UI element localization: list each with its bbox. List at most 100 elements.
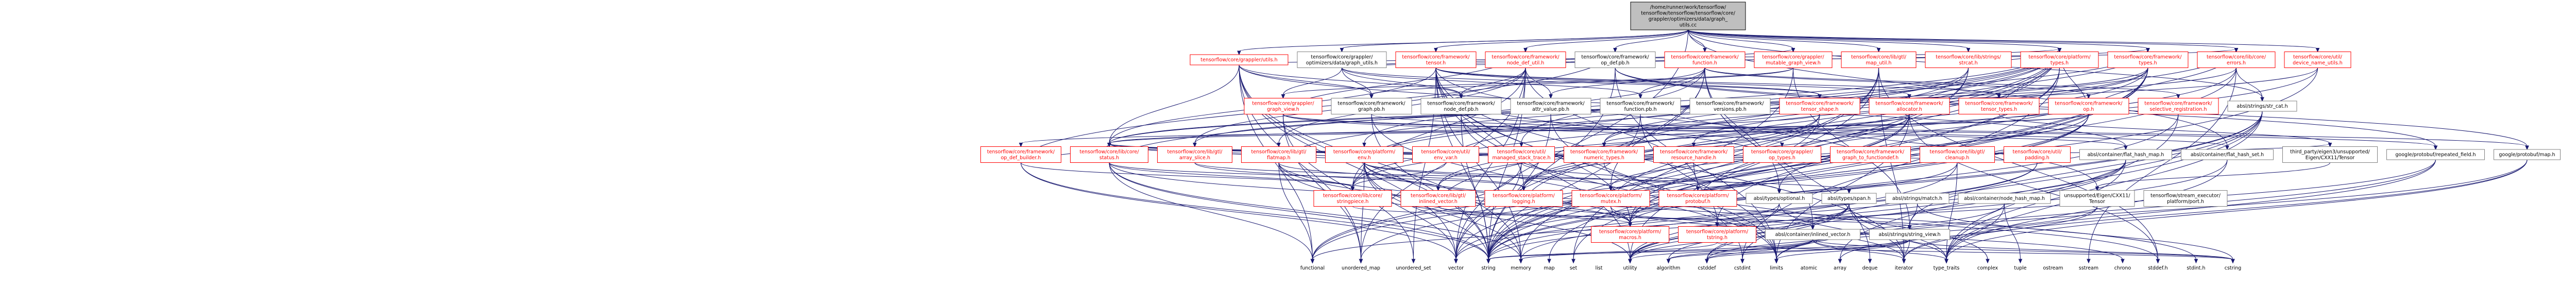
edge-arrowhead [1547,259,1551,264]
graph-node-framework-types[interactable]: tensorflow/core/framework/types.h [2107,52,2189,68]
graph-node-framework-node-def-pb[interactable]: tensorflow/core/framework/node_def.pb.h [1420,98,1502,114]
graph-node-platform-protobuf[interactable]: tensorflow/core/platform/protobuf.h [1658,190,1737,207]
include-edge [1109,162,1521,260]
include-edge [1455,29,1688,260]
graph-node-util-device-name-utils[interactable]: tensorflow/core/util/device_name_utils.h [2284,52,2351,68]
graph-node-platform-mutex[interactable]: tensorflow/core/platform/mutex.h [1571,190,1650,207]
graph-node-framework-node-def-util[interactable]: tensorflow/core/framework/node_def_util.… [1485,52,1566,68]
include-edge [1109,162,1353,188]
graph-node-absl-inlined-vector[interactable]: absl/container/inlined_vector.h [1765,229,1860,240]
graph-node-framework-tensor[interactable]: tensorflow/core/framework/tensor.h [1395,52,1477,68]
graph-node-framework-graph-to-functiondef[interactable]: tensorflow/core/framework/graph_to_funct… [1830,146,1911,163]
graph-node-lib-gtl-cleanup[interactable]: tensorflow/core/lib/gtl/cleanup.h [1920,146,1995,163]
graph-node-graph-utils-h2[interactable]: tensorflow/core/grappler/graph_view.h [1244,98,1323,114]
include-edge [1909,239,2233,260]
graph-node-grappler-mutable-graph-view[interactable]: tensorflow/core/grappler/mutable_graph_v… [1754,52,1833,68]
graph-node-lib-gtl-map-util[interactable]: tensorflow/core/lib/gtl/map_util.h [1841,52,1917,68]
graph-node-framework-selective-registration[interactable]: tensorflow/core/framework/selective_regi… [2138,98,2219,114]
graph-node-framework-function[interactable]: tensorflow/core/framework/function.h [1664,52,1745,68]
graph-node-absl-optional[interactable]: absl/types/optional.h [1745,193,1813,204]
graph-node-absl-string-view[interactable]: absl/strings/string_view.h [1869,229,1950,240]
graph-node-eigen-tensor[interactable]: unsupported/Eigen/CXX11/Tensor [2059,190,2135,207]
edge-arrowhead [1519,259,1523,264]
node-label-line: env.h [1358,155,1371,161]
graph-node-framework-graph-pb[interactable]: tensorflow/core/framework/graph.pb.h [1331,98,1412,114]
graph-node-framework-attr-value-pb[interactable]: tensorflow/core/framework/attr_value.pb.… [1510,98,1591,114]
graph-node-framework-op[interactable]: tensorflow/core/framework/op.h [2048,98,2129,114]
graph-node-sys-iterator: iterator [1895,265,1913,271]
graph-node-platform-env[interactable]: tensorflow/core/platform/env.h [1325,146,1403,163]
graph-node-platform-logging[interactable]: tensorflow/core/platform/logging.h [1484,190,1563,207]
node-label-line: limits [1770,265,1783,271]
node-label-line: selective_registration.h [2150,107,2207,112]
graph-node-absl-node-hash-map[interactable]: absl/container/node_hash_map.h [1958,193,2051,204]
edge-arrowhead [2315,48,2320,53]
graph-node-third-party-eigen[interactable]: third_party/eigen3/unsupported/Eigen/CXX… [2282,146,2378,163]
graph-node-platform-types[interactable]: tensorflow/core/platform/types.h [2020,52,2099,68]
graph-node-platform-tstring[interactable]: tensorflow/core/platform/tstring.h [1678,226,1756,243]
include-edge [1371,68,1793,95]
edge-arrowhead [1705,259,1709,264]
graph-node-framework-tensor-types[interactable]: tensorflow/core/framework/tensor_types.h [1958,98,2040,114]
graph-node-framework-numeric-types[interactable]: tensorflow/core/framework/numeric_types.… [1564,146,1645,163]
graph-node-framework-tensor-shape[interactable]: tensorflow/core/framework/tensor_shape.h [1779,98,1860,114]
node-label-line: managed_stack_trace.h [1492,155,1550,161]
graph-node-lib-gtl-inlined-vector[interactable]: tensorflow/core/lib/gtl/inlined_vector.h [1400,190,1476,207]
node-box [1412,146,1479,163]
include-edge [1488,114,1820,260]
include-edge [1435,68,2097,188]
graph-node-google-protobuf-map[interactable]: google/protobuf/map.h [2494,149,2561,160]
edge-arrowhead [1868,259,1872,264]
graph-node-absl-match[interactable]: absl/strings/match.h [1885,193,1950,204]
include-edge [1812,239,2233,260]
edge-arrowhead [1369,94,1374,99]
graph-node-util-managed-stack-trace[interactable]: tensorflow/core/util/managed_stack_trace… [1488,146,1555,163]
edge-arrowhead [1628,259,1632,264]
node-box [1958,98,2040,114]
graph-node-google-protobuf-repeated[interactable]: google/protobuf/repeated_field.h [2386,149,2485,160]
edge-arrowhead [1310,259,1315,264]
graph-node-graph-utils[interactable]: tensorflow/core/grappler/optimizers/data… [1297,52,1387,68]
graph-node-lib-core-status[interactable]: tensorflow/core/lib/core/status.h [1070,146,1148,163]
node-label-line: tensorflow/core/platform/ [1599,229,1662,235]
graph-node-lib-strings-strcat[interactable]: tensorflow/core/lib/strings/strcat.h [1925,52,2012,68]
graph-node-framework-resource-handle[interactable]: tensorflow/core/framework/resource_handl… [1653,146,1734,163]
include-edge [1946,159,2228,260]
graph-node-lib-core-stringpiece[interactable]: tensorflow/core/lib/core/stringpiece.h [1313,190,1392,207]
graph-node-framework-op-def-pb[interactable]: tensorflow/core/framework/op_def.pb.h [1574,52,1656,68]
graph-node-framework-allocator[interactable]: tensorflow/core/framework/allocator.h [1869,98,1950,114]
graph-node-absl-span[interactable]: absl/types/span.h [1821,193,1877,204]
graph-node-absl-str-cat[interactable]: absl/strings/str_cat.h [2227,100,2297,112]
node-label-line: type_traits [1934,265,1960,271]
graph-node-framework-op-def-builder[interactable]: tensorflow/core/framework/op_def_builder… [980,146,1061,163]
include-edge [2097,162,2330,188]
graph-node-util-padding[interactable]: tensorflow/core/util/padding.h [2004,146,2071,163]
graph-node-root: /home/runner/work/tensorflow/tensorflow/… [1630,2,1746,30]
graph-node-lib-gtl-array-slice[interactable]: tensorflow/core/lib/gtl/array_slice.h [1157,146,1232,163]
edge-arrowhead [2156,259,2160,264]
graph-node-grappler-op-types[interactable]: tensorflow/core/grappler/op_types.h [1743,146,1821,163]
node-box [1630,2,1746,30]
graph-node-lib-core-errors[interactable]: tensorflow/core/lib/core/errors.h [2197,52,2276,68]
graph-node-lib-gtl-flatmap[interactable]: tensorflow/core/lib/gtl/flatmap.h [1241,146,1316,163]
node-label-line: /home/runner/work/tensorflow/ [1650,5,1726,10]
graph-node-framework-versions-pb[interactable]: tensorflow/core/framework/versions.pb.h [1689,98,1771,114]
graph-node-framework-function-pb[interactable]: tensorflow/core/framework/function.pb.h [1600,98,1681,114]
graph-node-stream-executor-platform[interactable]: tensorflow/stream_executor/platform/port… [2143,190,2228,207]
include-edge [1604,162,1988,260]
graph-node-absl-flat-hash-set[interactable]: absl/container/flat_hash_set.h [2181,149,2274,160]
edge-arrowhead [1703,48,1707,53]
include-edge [1239,64,2126,147]
node-label-line: mutex.h [1601,199,1621,205]
node-label-line: tensorflow/core/platform/ [1686,229,1749,235]
node-label-line: cstring [2225,265,2242,271]
node-label-line: unordered_set [1396,265,1431,271]
graph-node-util-env-var[interactable]: tensorflow/core/util/env_var.h [1412,146,1479,163]
edge-arrowhead [1281,94,1285,99]
graph-node-grappler-utils[interactable]: tensorflow/core/grappler/utils.h [1190,54,1289,65]
graph-node-absl-flat-hash-map[interactable]: absl/container/flat_hash_map.h [2079,149,2172,160]
include-edge [1352,162,1446,188]
node-box [1297,52,1387,68]
node-box [1754,52,1833,68]
graph-node-platform-macros[interactable]: tensorflow/core/platform/macros.h [1591,226,1669,243]
